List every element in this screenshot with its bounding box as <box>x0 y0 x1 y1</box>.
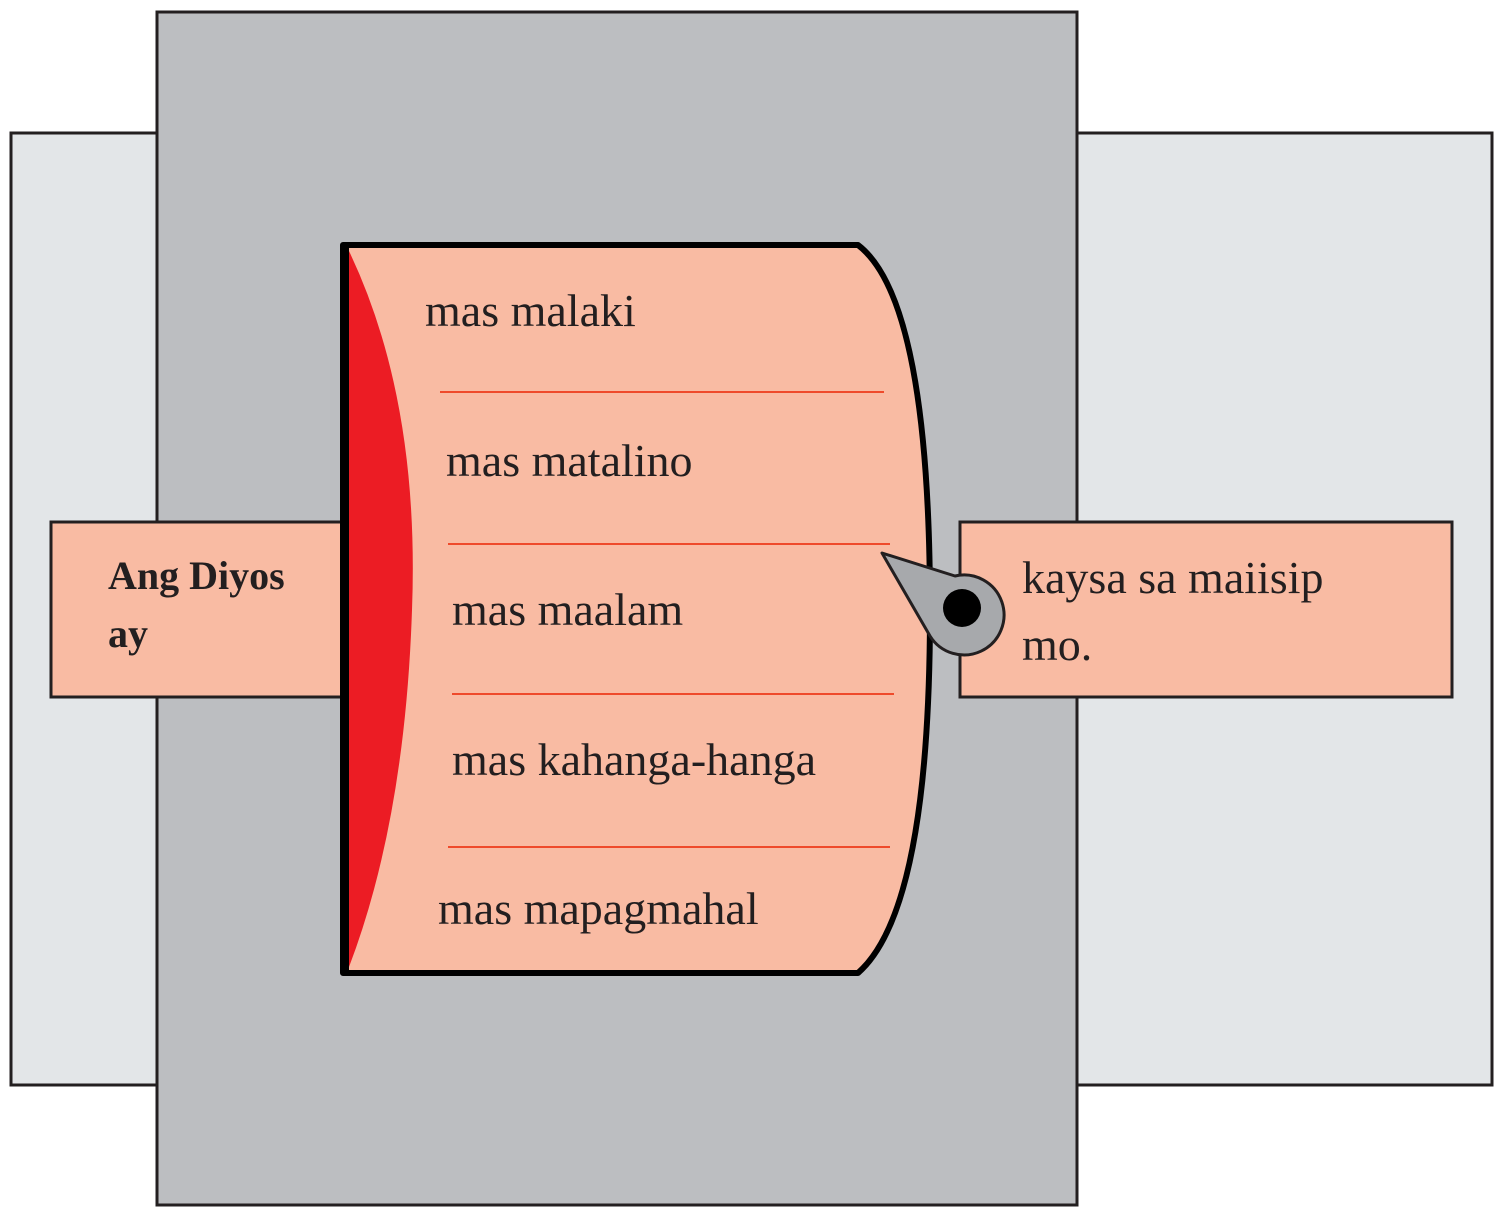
wheel-item: mas malaki <box>425 285 636 336</box>
left-label-box <box>49 520 353 699</box>
pointer-icon <box>880 551 1006 657</box>
right-label-box <box>958 520 1454 699</box>
wheel-item: mas mapagmahal <box>438 883 759 934</box>
wheel-item: mas matalino <box>446 435 693 486</box>
right-label-line1: kaysa sa maiisip <box>1022 552 1324 603</box>
left-label-line1: Ang Diyos <box>108 553 285 598</box>
wheel-spine <box>349 251 413 967</box>
wheel-item: mas maalam <box>452 584 683 635</box>
right-label-line2: mo. <box>1022 619 1092 670</box>
left-label-line2: ay <box>108 611 148 656</box>
wheel-item: mas kahanga-hanga <box>452 734 816 785</box>
pointer-pivot-icon <box>943 589 981 627</box>
